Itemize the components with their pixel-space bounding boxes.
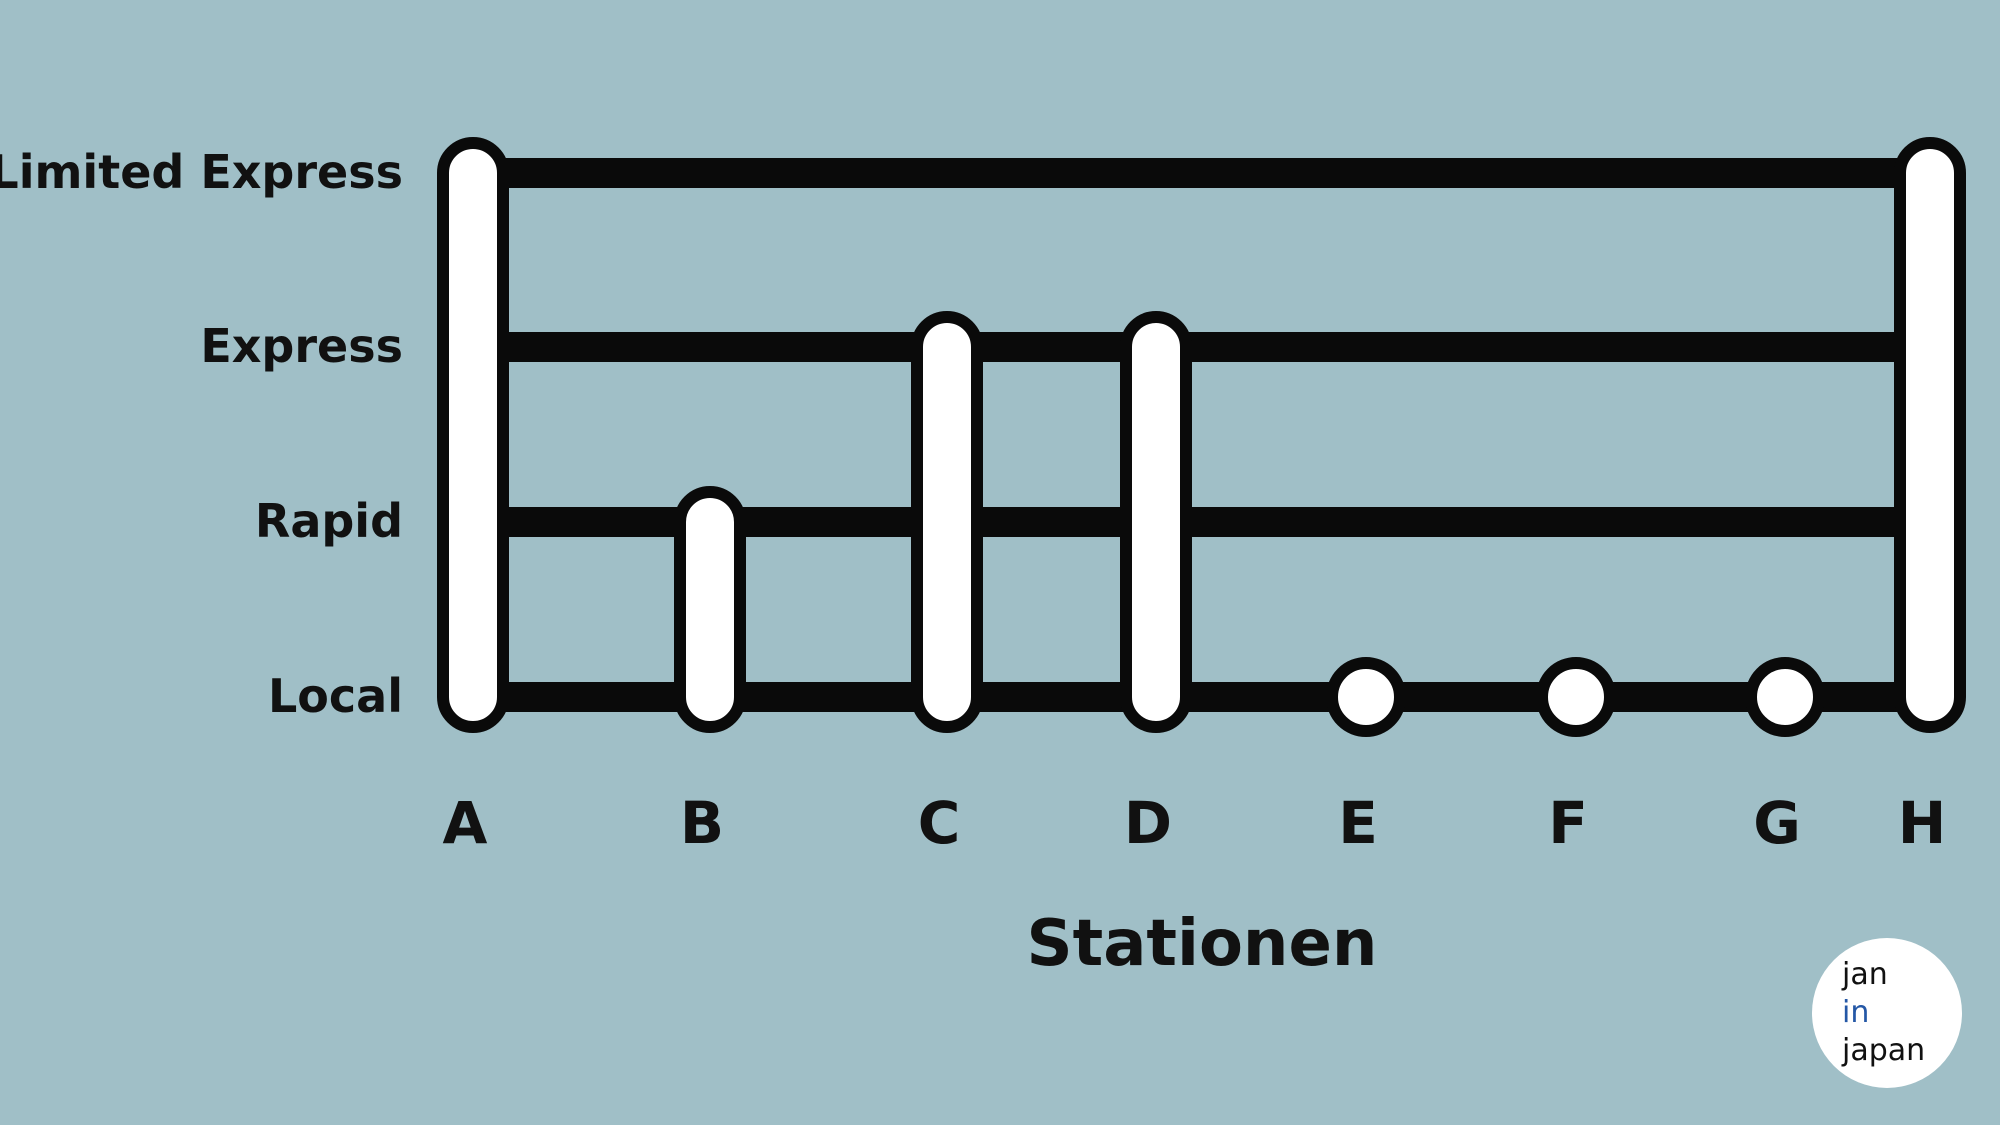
- station-stop-a: [437, 137, 509, 733]
- station-label-h: H: [1898, 789, 1947, 857]
- station-label-f: F: [1548, 789, 1588, 857]
- axis-title: Stationen: [1027, 907, 1378, 981]
- logo-word-japan: japan: [1842, 1033, 1926, 1068]
- station-label-d: D: [1124, 789, 1172, 857]
- station-stop-b: [674, 486, 746, 733]
- service-label-rapid: Rapid: [255, 494, 403, 548]
- service-label-local: Local: [268, 669, 403, 723]
- station-stop-g: [1745, 657, 1825, 737]
- station-stop-d: [1120, 311, 1192, 733]
- logo-word-jan: jan: [1842, 957, 1888, 992]
- station-labels: A B C D E F G H: [443, 789, 1947, 857]
- service-label-limited: Limited Express: [0, 145, 403, 199]
- station-stop-h: [1894, 137, 1966, 733]
- station-label-e: E: [1338, 789, 1378, 857]
- station-stops: [437, 137, 1966, 737]
- station-label-b: B: [680, 789, 724, 857]
- station-label-g: G: [1753, 789, 1801, 857]
- station-label-a: A: [443, 789, 488, 857]
- logo-word-in: in: [1842, 995, 1870, 1030]
- station-stop-e: [1326, 657, 1406, 737]
- station-stop-c: [911, 311, 983, 733]
- station-stop-f: [1536, 657, 1616, 737]
- station-label-c: C: [918, 789, 961, 857]
- service-label-express: Express: [200, 319, 403, 373]
- jan-in-japan-logo: jan in japan: [1812, 938, 1962, 1088]
